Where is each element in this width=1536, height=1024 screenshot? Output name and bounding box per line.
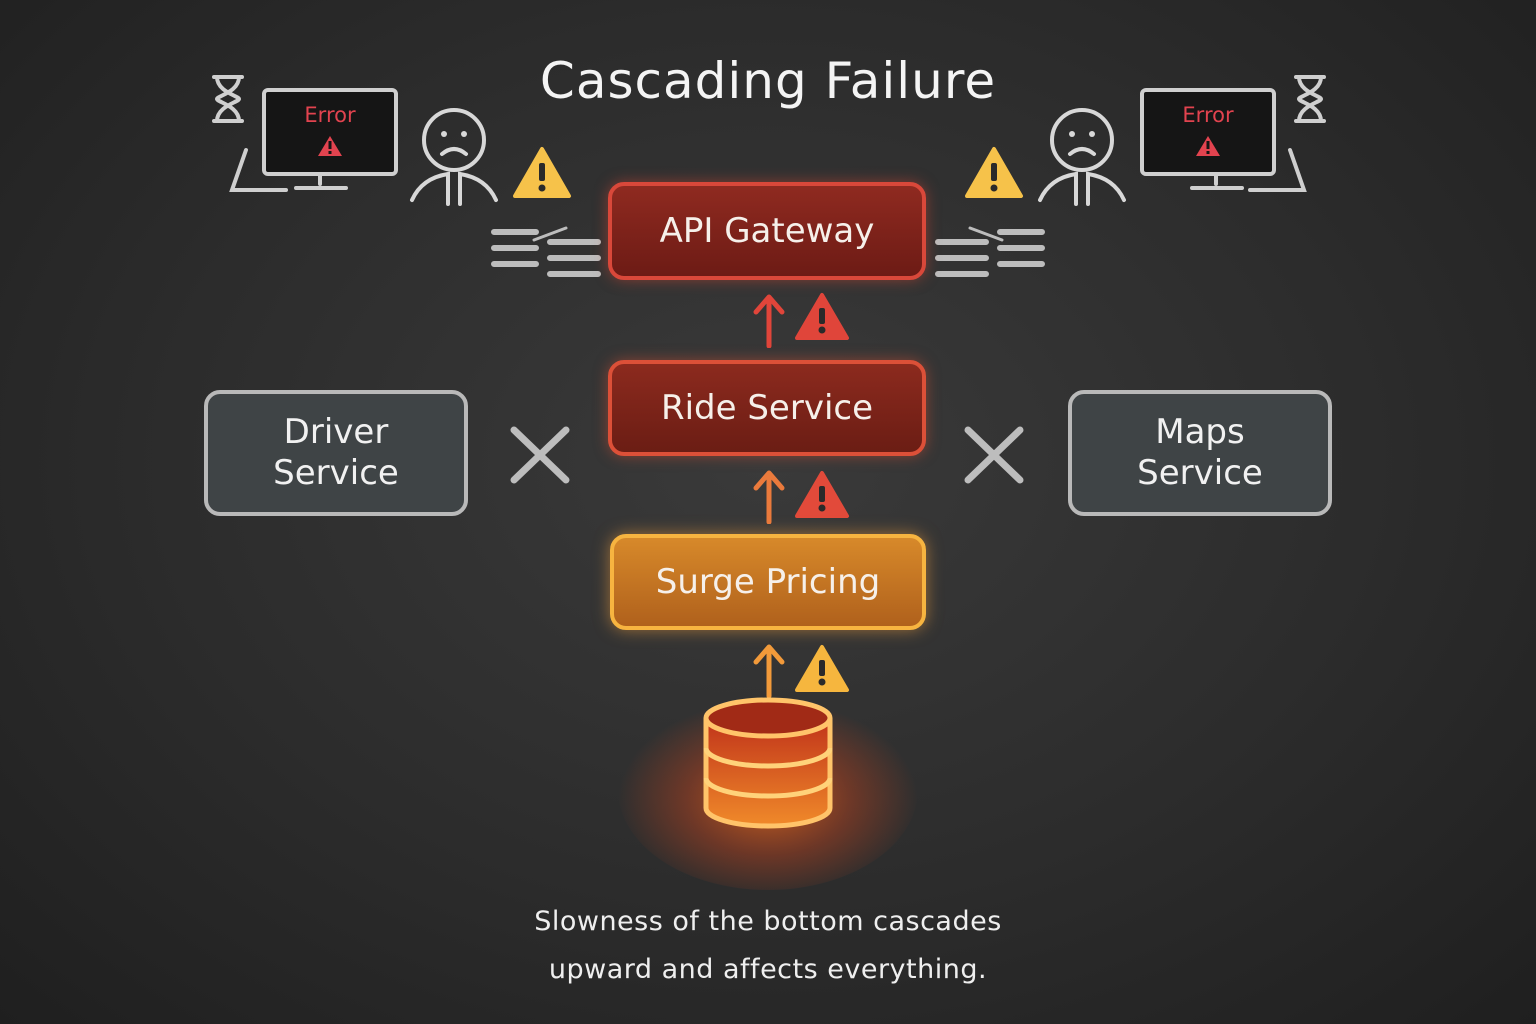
up-arrow-icon bbox=[753, 470, 785, 524]
caption-line-1: Slowness of the bottom cascades bbox=[534, 906, 1002, 937]
maps-service-label-line1: Maps bbox=[1155, 412, 1245, 453]
left-request-lines-icon bbox=[491, 226, 601, 277]
right-sad-user-icon bbox=[1038, 108, 1126, 206]
maps-service-node: Maps Service bbox=[1068, 390, 1332, 516]
surge-warning-icon bbox=[795, 471, 849, 518]
right-request-lines-icon bbox=[935, 226, 1045, 277]
caption: Slowness of the bottom cascades upward a… bbox=[0, 898, 1536, 994]
right-monitor-icon: Error bbox=[1140, 88, 1307, 192]
surge-pricing-node: Surge Pricing bbox=[610, 534, 926, 630]
left-warning-icon bbox=[513, 147, 571, 198]
database-warning-icon bbox=[795, 645, 849, 692]
maps-service-label-line2: Service bbox=[1137, 453, 1263, 493]
up-arrow-icon bbox=[753, 644, 785, 698]
left-error-text: Error bbox=[304, 103, 356, 127]
driver-service-label-line2: Service bbox=[273, 453, 399, 493]
api-gateway-node: API Gateway bbox=[608, 182, 926, 280]
ride-warning-icon bbox=[795, 293, 849, 340]
driver-service-label-line1: Driver bbox=[283, 412, 389, 453]
x-mark-icon bbox=[964, 426, 1024, 484]
up-arrow-icon bbox=[753, 294, 785, 348]
left-monitor-icon: Error bbox=[229, 88, 398, 192]
ride-service-node: Ride Service bbox=[608, 360, 926, 456]
right-error-text: Error bbox=[1182, 103, 1234, 127]
database-icon bbox=[618, 690, 918, 890]
left-hourglass-icon bbox=[212, 75, 244, 123]
x-mark-icon bbox=[510, 426, 570, 484]
right-warning-icon bbox=[965, 147, 1023, 198]
caption-line-2: upward and affects everything. bbox=[548, 954, 988, 985]
right-hourglass-icon bbox=[1294, 75, 1326, 123]
diagram-title: Cascading Failure bbox=[539, 52, 997, 110]
driver-service-node: Driver Service bbox=[204, 390, 468, 516]
left-sad-user-icon bbox=[410, 108, 498, 206]
